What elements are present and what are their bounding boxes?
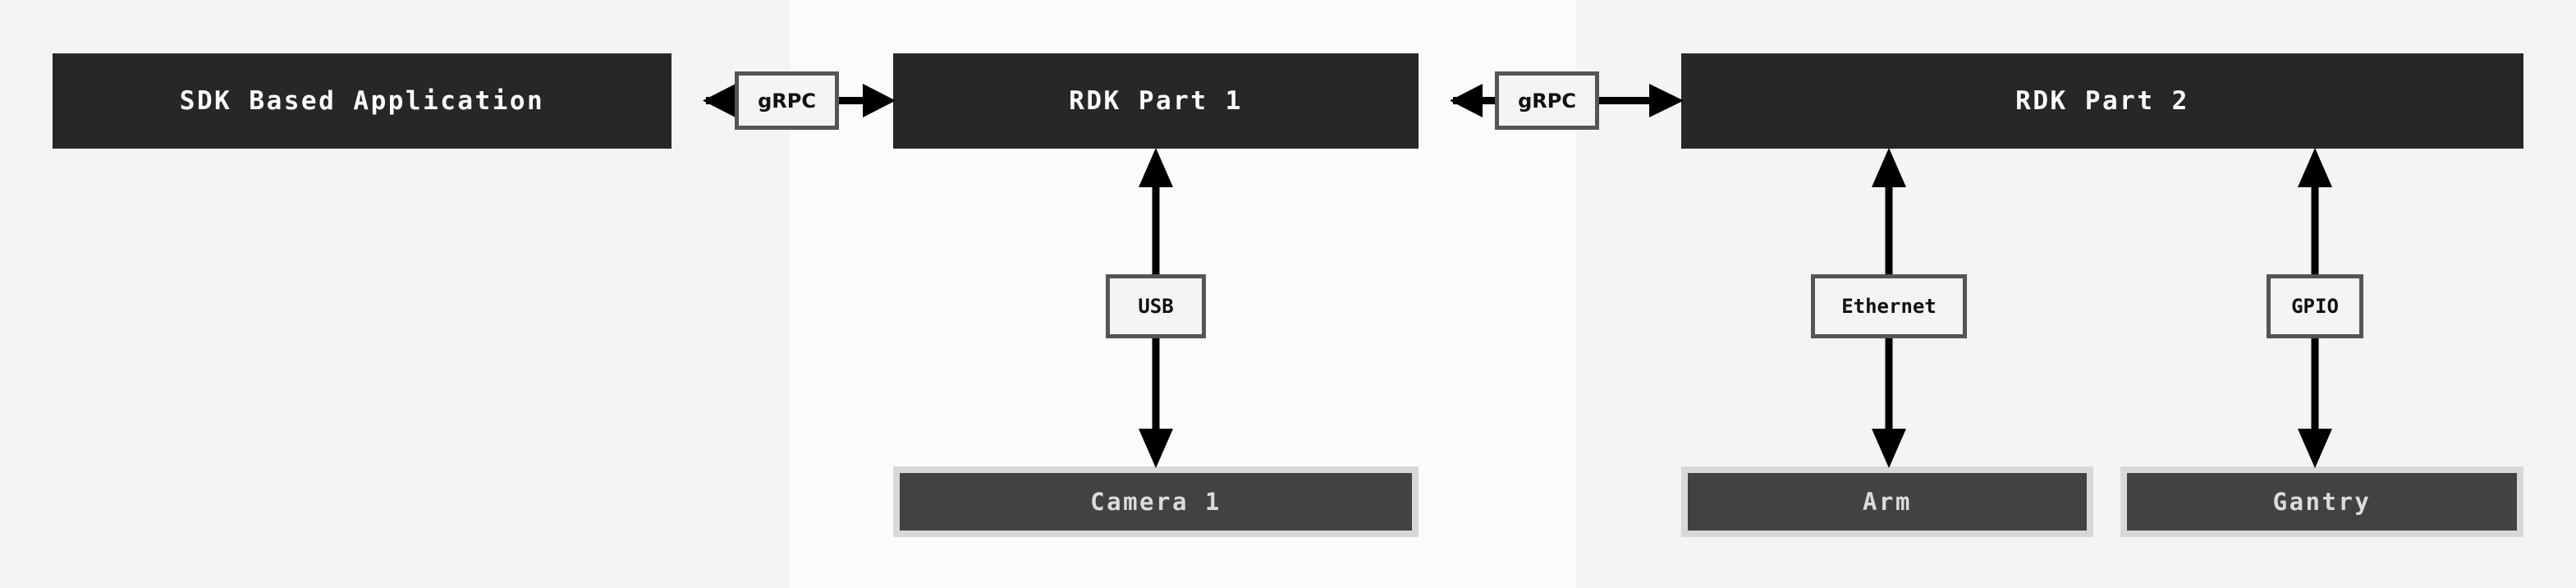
connector-grpc-sdk-arrow	[703, 84, 737, 117]
connector-ethernet-rdk2-arrow	[1872, 148, 1906, 278]
device-box-arm-label: Arm	[1863, 488, 1912, 516]
service-box-sdk-label: SDK Based Application	[179, 86, 545, 116]
device-box-camera-1-inner: Camera 1	[900, 473, 1412, 531]
connector-ethernet-arm-arrow	[1872, 335, 1906, 468]
device-box-camera-1[interactable]: Camera 1	[893, 466, 1419, 537]
connector-grpc-rdk2-arrow	[1597, 84, 1684, 117]
connector-usb-rdk1-arrow	[1139, 148, 1173, 278]
protocol-label-ethernet-text: Ethernet	[1841, 295, 1937, 318]
protocol-label-grpc-rdk1-rdk2[interactable]: gRPC	[1495, 71, 1599, 130]
connector-gpio-gantry-arrow	[2298, 335, 2332, 468]
device-box-arm-inner: Arm	[1688, 473, 2087, 531]
protocol-label-grpc-2-text: gRPC	[1518, 89, 1576, 113]
protocol-label-ethernet[interactable]: Ethernet	[1811, 274, 1967, 338]
device-box-gantry[interactable]: Gantry	[2120, 466, 2523, 537]
service-box-rdk-part-2[interactable]: RDK Part 2	[1681, 53, 2523, 149]
protocol-label-grpc-1-text: gRPC	[758, 89, 816, 113]
protocol-label-gpio[interactable]: GPIO	[2267, 274, 2363, 338]
connector-grpc-rdk1-arrow	[837, 84, 896, 117]
protocol-label-gpio-text: GPIO	[2291, 295, 2339, 318]
connector-usb-camera1-arrow	[1139, 335, 1173, 468]
device-box-arm[interactable]: Arm	[1681, 466, 2093, 537]
protocol-label-usb[interactable]: USB	[1106, 274, 1206, 338]
service-box-rdk2-label: RDK Part 2	[2015, 86, 2189, 116]
device-box-camera-1-label: Camera 1	[1090, 488, 1222, 516]
connector-gpio-rdk2-arrow	[2298, 148, 2332, 278]
device-box-gantry-inner: Gantry	[2127, 473, 2517, 531]
service-box-rdk-part-1[interactable]: RDK Part 1	[893, 53, 1419, 149]
protocol-label-grpc-sdk-rdk1[interactable]: gRPC	[735, 71, 839, 130]
device-box-gantry-label: Gantry	[2272, 488, 2372, 516]
service-box-rdk1-label: RDK Part 1	[1069, 86, 1243, 116]
connector-grpc-rdk1-back-arrow	[1450, 84, 1497, 117]
protocol-label-usb-text: USB	[1138, 295, 1174, 318]
service-box-sdk-based-application[interactable]: SDK Based Application	[53, 53, 672, 149]
